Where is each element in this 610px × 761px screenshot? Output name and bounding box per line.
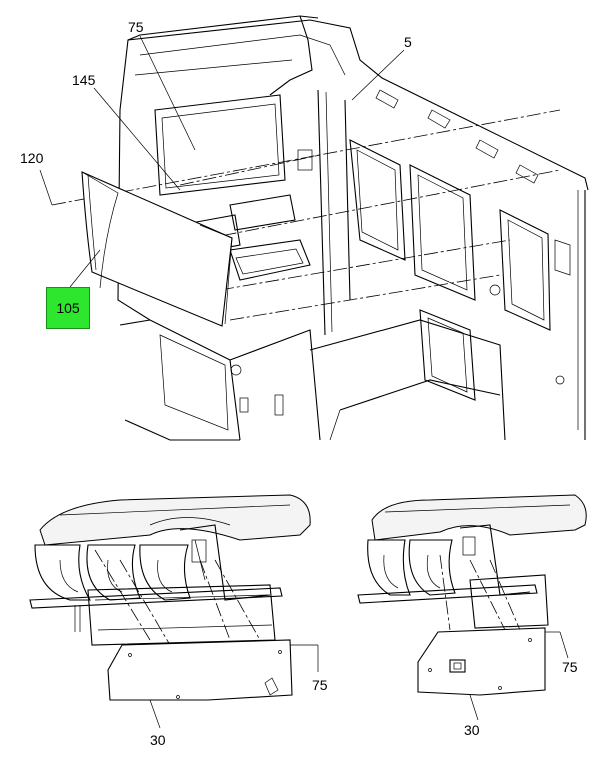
callout-105-highlight[interactable]: 105 — [46, 287, 90, 329]
callout-75-top: 75 — [128, 19, 144, 35]
panel-part-30-left[interactable] — [107, 639, 293, 701]
cab-interior-view: 75 5 145 120 — [20, 15, 589, 441]
callout-145: 145 — [72, 72, 96, 88]
callout-30-bottom-right: 30 — [464, 722, 480, 738]
callout-105: 105 — [56, 300, 80, 316]
callout-5: 5 — [404, 34, 412, 50]
callout-75-bottom-left: 75 — [312, 677, 328, 693]
bottom-right-view: 75 30 — [357, 494, 587, 738]
callout-75-bottom-right: 75 — [562, 659, 578, 675]
panel-part-105[interactable] — [81, 171, 233, 327]
callout-30-bottom-left: 30 — [150, 732, 166, 748]
bottom-left-view: 75 30 — [29, 494, 328, 748]
panel-part-30-right[interactable] — [417, 627, 546, 696]
callout-120: 120 — [20, 150, 44, 166]
